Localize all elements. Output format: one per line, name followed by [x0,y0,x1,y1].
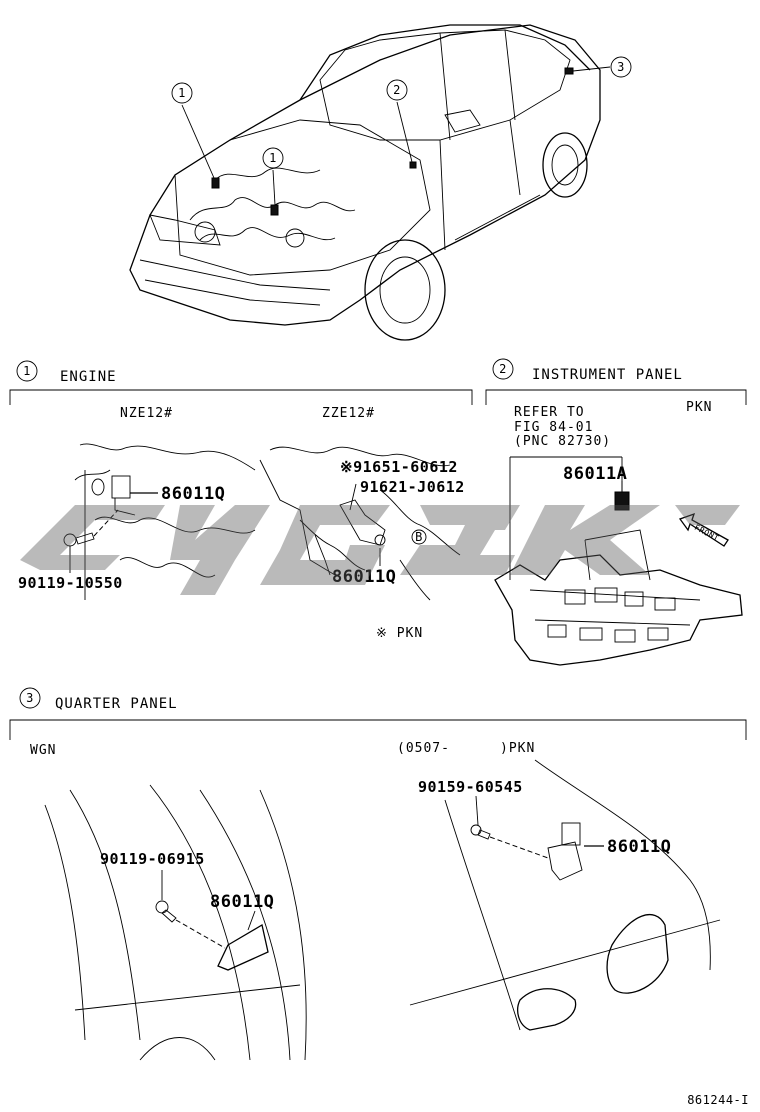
nze-bolt-part: 90119-10550 [18,574,123,592]
section-quarter-header: 3 QUARTER PANEL [9,687,747,740]
svg-text:3: 3 [617,60,625,74]
section-instrument-number: 2 [499,362,507,376]
wgn-quarter-drawing [44,784,307,1061]
callout-1b: 1 [262,147,284,169]
refer-line1: REFER TO [514,405,585,420]
car-illustration [129,24,611,341]
refer-line2: FIG 84-01 [514,420,593,435]
pkn-bolt-part: 90159-60545 [418,778,523,796]
nze-engine-drawing [63,443,256,600]
instrument-pkn: PKN [686,400,712,415]
pkn-quarter-drawing [409,759,721,1031]
zze-mark-a: ※91651-60612 [340,458,458,476]
front-arrow-label: FRONT [693,523,721,543]
section-engine-title: ENGINE [60,369,117,385]
instrument-relay-part: 86011A [563,464,627,484]
callout-1a: 1 [171,82,193,104]
pkn-date-left: (0507- [397,741,450,756]
section-quarter-number: 3 [26,691,34,705]
section-quarter-title: QUARTER PANEL [55,696,178,712]
junction-block-drawing [494,456,743,666]
wgn-relay-part: 86011Q [210,892,274,912]
svg-text:2: 2 [393,83,401,97]
nze-relay-part: 86011Q [161,484,225,504]
refer-line3: (PNC 82730) [514,434,611,449]
zze-label: ZZE12# [322,406,375,421]
wgn-label: WGN [30,743,56,758]
svg-text:1: 1 [178,86,186,100]
pkn-date-right: )PKN [500,741,535,756]
zze-mark-b: 91621-J0612 [360,478,465,496]
section-engine-header: 1 ENGINE [9,360,473,405]
section-instrument-title: INSTRUMENT PANEL [532,367,683,383]
callout-3: 3 [610,56,632,78]
zze-engine-drawing: B [259,446,461,601]
diagram-code: 861244-I [687,1093,749,1107]
zze-circle-letter: B [415,530,423,544]
pkn-relay-part: 86011Q [607,837,671,857]
wgn-bolt-part: 90119-06915 [100,850,205,868]
svg-text:1: 1 [269,151,277,165]
zze-relay-part: 86011Q [332,567,396,587]
nze-label: NZE12# [120,406,173,421]
section-engine-number: 1 [23,364,31,378]
callout-2: 2 [386,79,408,101]
zze-note: ※ PKN [376,626,423,641]
section-instrument-header: 2 INSTRUMENT PANEL [485,358,747,405]
watermark-logo [20,505,740,595]
